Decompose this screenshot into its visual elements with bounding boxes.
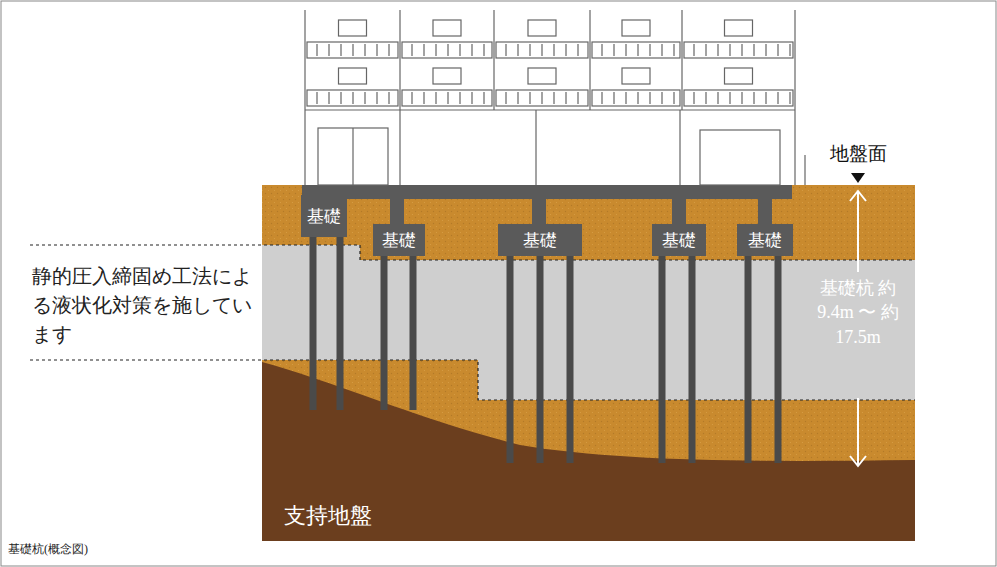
foundation-label: 基礎	[520, 229, 560, 252]
foundation-box: 基礎	[373, 224, 425, 256]
ground-level-label: 地盤面	[818, 143, 898, 166]
figure-caption: 基礎杭(概念図)	[8, 541, 88, 558]
foundation-box: 基礎	[498, 224, 582, 256]
callout-note: 静的圧入締固め工法による液状化対策を施しています	[32, 262, 257, 349]
pile-length-dimension: 基礎杭 約9.4m 〜 約17.5m	[808, 274, 908, 351]
foundation-label: 基礎	[659, 229, 699, 252]
foundation-label: 基礎	[304, 205, 344, 228]
foundation-box: 基礎	[301, 195, 347, 237]
foundation-label: 基礎	[745, 229, 785, 252]
foundation-box: 基礎	[652, 224, 706, 256]
support-ground-label: 支持地盤	[284, 503, 424, 529]
foundation-label: 基礎	[379, 229, 419, 252]
foundation-box: 基礎	[737, 224, 793, 256]
